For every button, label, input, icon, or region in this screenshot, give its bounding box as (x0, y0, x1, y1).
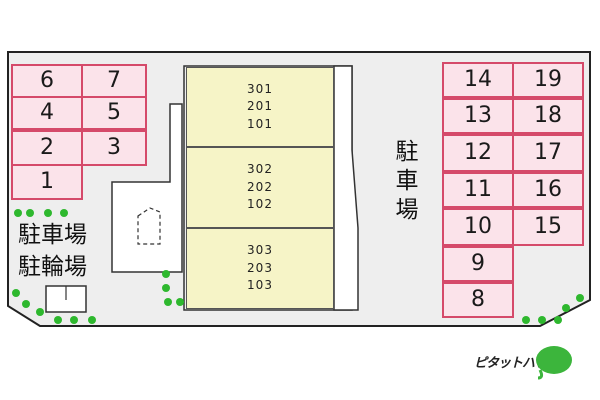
shrub-dot (22, 300, 30, 308)
annex-outline (111, 103, 183, 273)
room-number: 202 (247, 179, 273, 194)
stall-number: 12 (464, 140, 492, 165)
building-unit: 303 203 103 (186, 228, 334, 309)
shrub-dot (522, 316, 530, 324)
stall-number: 8 (471, 287, 485, 312)
stall-number: 4 (40, 100, 54, 125)
building-unit: 301 201 101 (186, 67, 334, 147)
stall-number: 10 (464, 214, 492, 239)
stall-number: 5 (107, 100, 121, 125)
shrub-dot (14, 209, 22, 217)
stall-number: 7 (107, 68, 121, 93)
parking-label: 駐車場 (18, 222, 87, 248)
shrub-dot (12, 289, 20, 297)
parking-stall: 8 (442, 282, 514, 318)
stall-number: 3 (107, 135, 121, 160)
parking-stall: 11 (442, 172, 514, 208)
parking-stall: 14 (442, 62, 514, 98)
room-number: 201 (247, 99, 273, 114)
shrub-dot (44, 209, 52, 217)
parking-stall: 9 (442, 246, 514, 282)
shrub-dot (54, 316, 62, 324)
shrub-dot (576, 294, 584, 302)
parking-stall: 1 (11, 164, 83, 200)
parking-label-vertical: 駐 車 場 (392, 138, 422, 224)
stall-number: 11 (464, 177, 492, 202)
stall-number: 17 (534, 140, 562, 165)
parking-stall: 15 (512, 208, 584, 246)
parking-stall: 7 (81, 64, 147, 98)
parking-stall: 16 (512, 172, 584, 208)
parking-stall: 6 (11, 64, 83, 98)
shrub-dot (60, 209, 68, 217)
room-number: 102 (247, 197, 273, 212)
parking-stall: 4 (11, 96, 83, 130)
shrub-dot (554, 316, 562, 324)
stall-number: 6 (40, 68, 54, 93)
stall-number: 16 (534, 177, 562, 202)
stall-number: 1 (40, 169, 54, 194)
room-number: 203 (247, 260, 273, 275)
parking-stall: 17 (512, 134, 584, 172)
shrub-dot (162, 284, 170, 292)
shrub-dot (164, 298, 172, 306)
shrub-dot (162, 270, 170, 278)
room-number: 103 (247, 278, 273, 293)
parking-stall: 2 (11, 130, 83, 166)
parking-stall: 3 (81, 130, 147, 166)
shrub-dot (26, 209, 34, 217)
parking-stall: 10 (442, 208, 514, 246)
shrub-dot (562, 304, 570, 312)
label-char: 場 (395, 196, 419, 223)
stall-number: 9 (471, 251, 485, 276)
room-number: 302 (247, 162, 273, 177)
stall-number: 13 (464, 103, 492, 128)
shrub-dot (88, 316, 96, 324)
room-number: 303 (247, 243, 273, 258)
stall-number: 14 (464, 67, 492, 92)
parking-stall: 12 (442, 134, 514, 172)
stall-number: 15 (534, 214, 562, 239)
shrub-dot (70, 316, 78, 324)
shrub-dot (36, 308, 44, 316)
stall-number: 19 (534, 67, 562, 92)
shrub-dot (176, 298, 184, 306)
parking-stall: 13 (442, 98, 514, 134)
stall-number: 18 (534, 103, 562, 128)
parking-stall: 5 (81, 96, 147, 130)
room-number: 101 (247, 116, 273, 131)
room-number: 301 (247, 81, 273, 96)
stall-number: 2 (40, 135, 54, 160)
parking-stall: 18 (512, 98, 584, 134)
bicycle-parking-label: 駐輪場 (18, 254, 87, 280)
building-wing (333, 65, 359, 311)
label-char: 車 (395, 167, 419, 194)
label-char: 駐 (395, 139, 419, 165)
shrub-dot (538, 316, 546, 324)
brand-leaf-icon (536, 346, 572, 380)
parking-stall: 19 (512, 62, 584, 98)
building-unit: 302 202 102 (186, 147, 334, 228)
